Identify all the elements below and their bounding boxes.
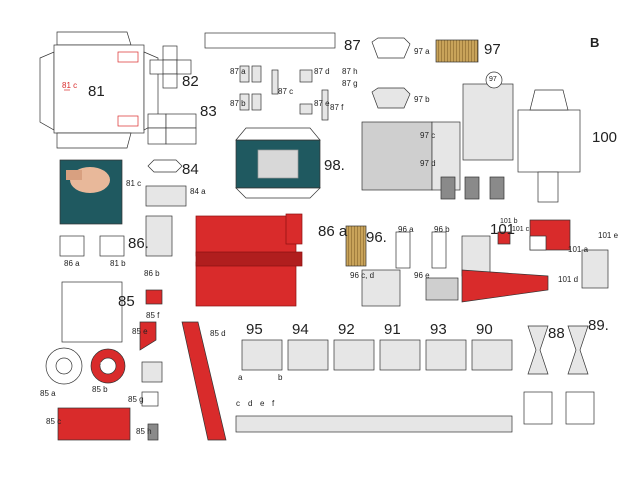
part-87-pieces bbox=[239, 65, 329, 121]
label-85b: 85 b bbox=[92, 385, 108, 394]
part-101-pieces bbox=[461, 219, 609, 303]
label-85c: 85 c bbox=[46, 417, 62, 426]
part-96-pieces bbox=[345, 225, 491, 307]
label-85g: 85 g bbox=[128, 395, 144, 404]
label-96cd: 96 c, d bbox=[350, 271, 375, 280]
label-96: 96. bbox=[366, 229, 387, 246]
label-87f: 87 f bbox=[330, 103, 344, 112]
mark-b: b bbox=[278, 373, 283, 382]
photo-81c bbox=[59, 159, 123, 225]
sheet-letter: B bbox=[590, 35, 600, 50]
part-85c-strip bbox=[57, 407, 131, 441]
part-86-red bbox=[195, 213, 303, 307]
part-97-pieces bbox=[361, 37, 514, 200]
label-81c-inner: 81 c bbox=[62, 81, 78, 90]
label-89: 89. bbox=[588, 317, 609, 334]
label-85-disc: 85 g bbox=[100, 362, 114, 369]
mark-c: c bbox=[236, 399, 240, 408]
label-85a: 85 a bbox=[40, 389, 56, 398]
label-87: 87 bbox=[344, 37, 361, 54]
label-81: 81 bbox=[88, 83, 105, 100]
label-98: 98. bbox=[324, 157, 345, 174]
mark-a: a bbox=[238, 373, 243, 382]
label-85d: 85 d bbox=[210, 329, 226, 338]
label-85e: 85 e bbox=[132, 327, 148, 336]
part-83-net bbox=[147, 113, 197, 145]
label-101e: 101 e bbox=[598, 231, 619, 240]
label-97a: 97 a bbox=[414, 47, 430, 56]
label-93: 93 bbox=[430, 321, 447, 338]
label-100: 100 bbox=[592, 129, 618, 146]
label-101a: 101 a bbox=[568, 245, 589, 254]
label-83: 83 bbox=[200, 103, 217, 120]
label-87h: 87 h bbox=[342, 67, 358, 76]
label-96a: 96 a bbox=[398, 225, 414, 234]
label-101d: 101 d bbox=[558, 275, 579, 284]
label-87c: 87 c bbox=[278, 87, 294, 96]
label-84a: 84 a bbox=[190, 187, 206, 196]
label-87b: 87 b bbox=[230, 99, 246, 108]
parts-90-95-row bbox=[235, 339, 513, 433]
label-82: 82 bbox=[182, 73, 199, 90]
label-90: 90 bbox=[476, 321, 493, 338]
label-85: 85 bbox=[118, 293, 135, 310]
label-84: 84 bbox=[182, 161, 199, 178]
part-85d-strip bbox=[181, 321, 227, 441]
label-91: 91 bbox=[384, 321, 401, 338]
label-101b: 101 b bbox=[500, 218, 518, 225]
label-97-circle: 97 bbox=[489, 76, 497, 83]
label-86-left-a: 86 a bbox=[64, 259, 80, 268]
part-84-net bbox=[145, 159, 187, 207]
label-101c: 101 c bbox=[512, 226, 530, 233]
mark-d: d bbox=[248, 399, 253, 408]
label-86: 86. bbox=[128, 235, 149, 252]
label-87g: 87 g bbox=[342, 79, 358, 88]
label-85h: 85 h bbox=[136, 427, 152, 436]
label-94: 94 bbox=[292, 321, 309, 338]
part-98-net bbox=[235, 127, 321, 199]
label-87a: 87 a bbox=[230, 67, 246, 76]
label-86a: 86 a bbox=[318, 223, 348, 240]
label-97c: 97 c bbox=[420, 131, 436, 140]
label-97: 97 bbox=[484, 41, 501, 58]
mark-e: e bbox=[260, 399, 265, 408]
label-87d: 87 d bbox=[314, 67, 330, 76]
label-86b: 86 b bbox=[144, 269, 160, 278]
label-97b: 97 b bbox=[414, 95, 430, 104]
part-87-strip bbox=[204, 32, 336, 49]
label-96e: 96 e bbox=[414, 271, 430, 280]
label-95: 95 bbox=[246, 321, 263, 338]
label-92: 92 bbox=[338, 321, 355, 338]
part-81-net bbox=[39, 31, 159, 149]
label-96b: 96 b bbox=[434, 225, 450, 234]
label-88: 88 bbox=[548, 325, 565, 342]
label-85f: 85 f bbox=[146, 311, 160, 320]
part-85-box bbox=[61, 281, 123, 343]
label-87e: 87 e bbox=[314, 99, 330, 108]
part-86-left bbox=[59, 215, 173, 305]
label-81c: 81 c bbox=[126, 179, 142, 188]
part-100-net bbox=[517, 89, 581, 203]
label-97d: 97 d bbox=[420, 159, 436, 168]
parts-88-89 bbox=[523, 325, 595, 425]
label-86-left-b: 81 b bbox=[110, 259, 126, 268]
mark-f: f bbox=[272, 399, 275, 408]
part-82-net bbox=[149, 45, 192, 89]
label-101: 101 bbox=[490, 221, 516, 238]
